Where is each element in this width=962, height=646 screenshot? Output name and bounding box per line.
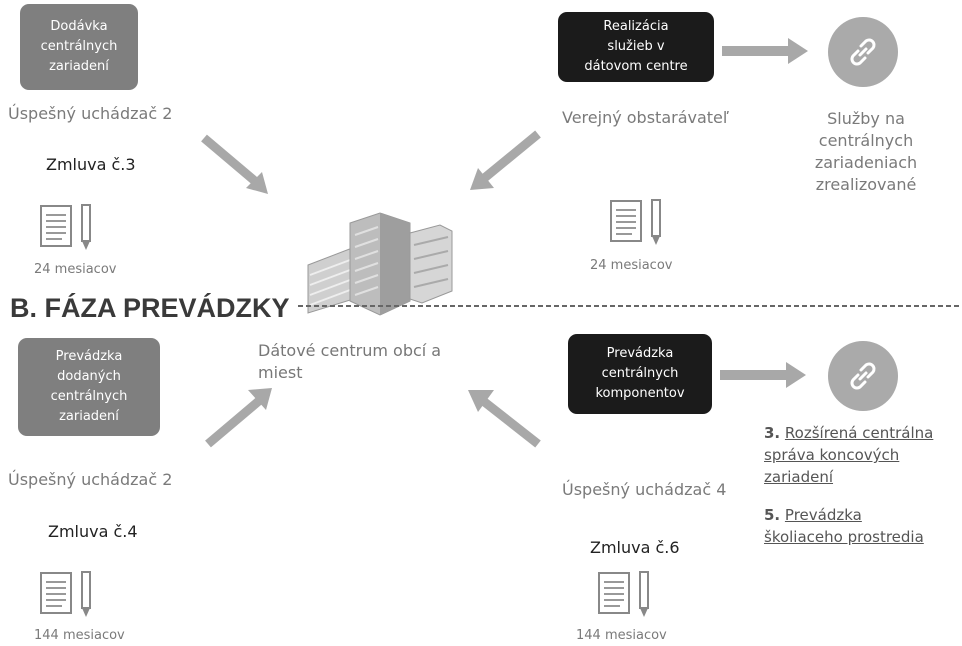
duration-bottom-left: 144 mesiacov: [34, 628, 125, 643]
phase-title: B. FÁZA PREVÁDZKY: [10, 293, 290, 323]
box-operation-central-components: Prevádzka centrálnych komponentov: [568, 334, 712, 414]
arrow-diagonal-top-right: [470, 130, 541, 190]
link-training-environment[interactable]: Prevádzka školiaceho prostredia: [764, 506, 924, 546]
contract-bottom-right: Zmluva č.6: [590, 538, 680, 557]
box-operation-delivered-devices: Prevádzka dodaných centrálnych zariadení: [18, 338, 160, 436]
contract-top-left: Zmluva č.3: [46, 155, 136, 174]
link-icon-circle-top: [828, 17, 898, 87]
services-done-label: Služby na centrálnych zariadeniach zreal…: [814, 109, 918, 194]
link-number-5: 5.: [764, 506, 781, 524]
document-icon: [598, 571, 649, 617]
bidder-top-right: Verejný obstarávateľ: [562, 108, 729, 127]
document-icon: [40, 571, 91, 617]
link-item-5[interactable]: 5. Prevádzka školiaceho prostredia: [764, 504, 960, 548]
link-number-3: 3.: [764, 424, 781, 442]
bidder-bottom-left: Úspešný uchádzač 2: [8, 470, 173, 489]
link-extended-central-management[interactable]: Rozšírená centrálna správa koncových zar…: [764, 424, 934, 486]
link-icon: [850, 38, 876, 66]
bidder-top-left: Úspešný uchádzač 2: [8, 104, 173, 123]
duration-bottom-right: 144 mesiacov: [576, 628, 667, 643]
data-center-label: Dátové centrum obcí a miest: [258, 341, 442, 382]
bidder-bottom-right: Úspešný uchádzač 4: [562, 480, 727, 499]
duration-top-right: 24 mesiacov: [590, 258, 673, 273]
document-icon: [40, 204, 91, 250]
box-services-data-center: Realizácia služieb v dátovom centre: [558, 12, 714, 82]
link-icon: [850, 362, 876, 390]
arrow-right-top: [722, 38, 808, 64]
box-delivery-central-devices: Dodávka centrálnych zariadení: [20, 4, 138, 90]
arrow-diagonal-top-left: [201, 134, 268, 194]
duration-top-left: 24 mesiacov: [34, 262, 117, 277]
arrow-right-bottom: [720, 362, 806, 388]
data-center-building-icon: [307, 212, 453, 316]
arrow-diagonal-bottom-right: [468, 390, 541, 448]
link-item-3[interactable]: 3. Rozšírená centrálna správa koncových …: [764, 422, 960, 488]
document-icon: [610, 199, 661, 245]
arrow-diagonal-bottom-left: [205, 388, 272, 448]
contract-bottom-left: Zmluva č.4: [48, 522, 138, 541]
phase-divider: [298, 305, 962, 307]
link-icon-circle-bottom: [828, 341, 898, 411]
